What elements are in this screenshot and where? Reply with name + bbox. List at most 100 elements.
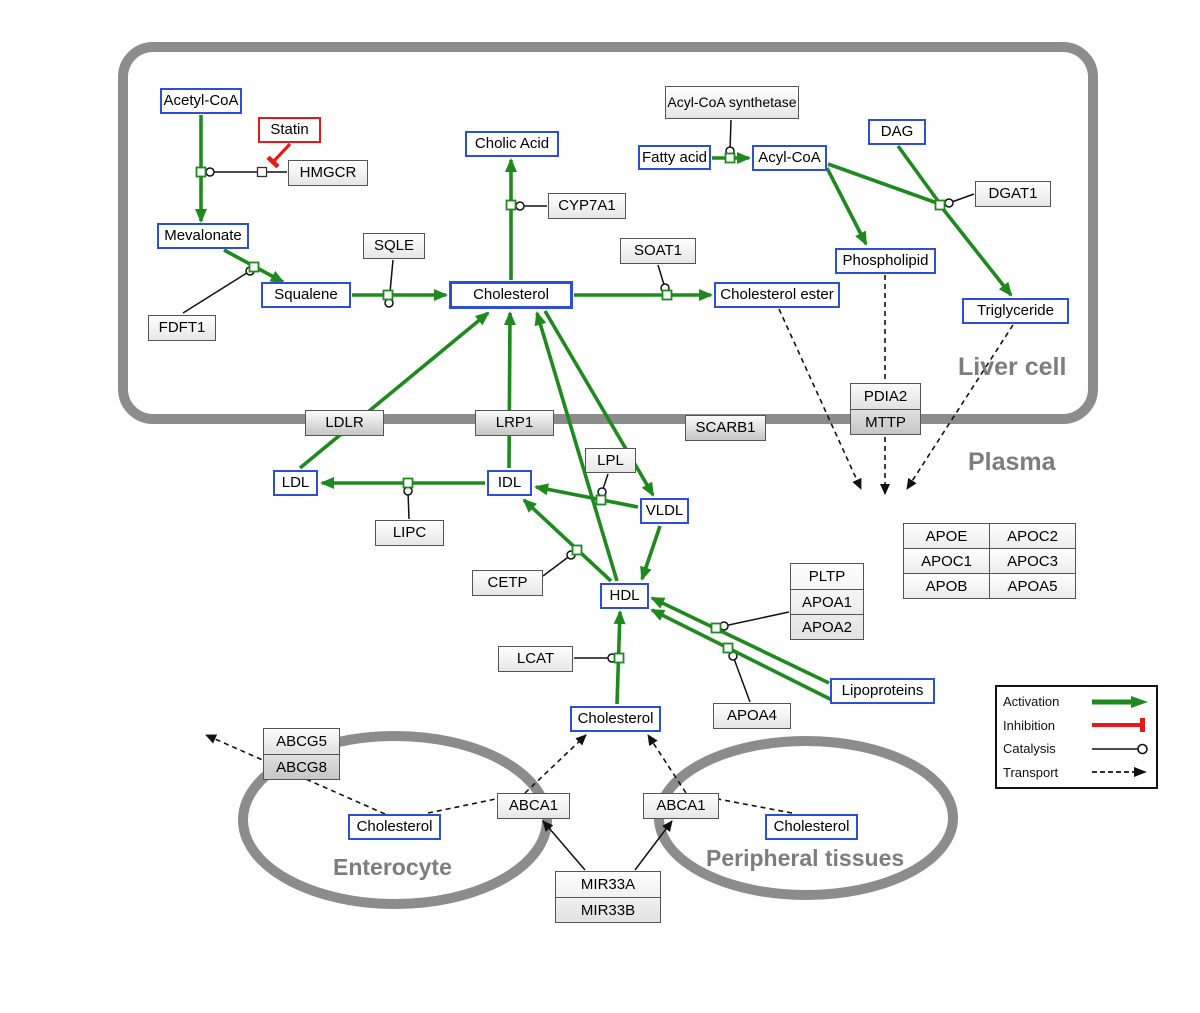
node-scarb1[interactable]: SCARB1	[685, 415, 766, 441]
node-cyp7a1[interactable]: CYP7A1	[548, 193, 626, 219]
node-pltp[interactable]: PLTP	[808, 568, 846, 585]
node-fdft1[interactable]: FDFT1	[148, 315, 216, 341]
reaction-nodes	[195, 152, 946, 664]
node-cholesterol-ester[interactable]: Cholesterol ester	[714, 282, 840, 308]
catalysis-circle-icon	[1092, 743, 1148, 755]
reaction-pltp	[710, 622, 722, 634]
legend-box: Activation Inhibition Catalysis Transpor…	[995, 685, 1158, 789]
edge-regulation-mir33-abca1-right	[634, 820, 673, 871]
node-hmgcr[interactable]: HMGCR	[288, 160, 368, 186]
liver-cell-label: Liver cell	[958, 353, 1067, 381]
stack-abcg5-abcg8: ABCG5 ABCG8	[263, 728, 340, 780]
node-pdia2[interactable]: PDIA2	[863, 388, 908, 405]
node-squalene[interactable]: Squalene	[261, 282, 351, 308]
node-lrp1[interactable]: LRP1	[475, 410, 554, 436]
node-soat1[interactable]: SOAT1	[620, 238, 696, 264]
reaction-hmgcr	[195, 166, 207, 178]
edge-acylcoa-phospholipid	[825, 167, 868, 246]
catalysis-edges	[182, 119, 975, 871]
node-acyl-coa[interactable]: Acyl-CoA	[752, 145, 827, 171]
node-apoc2[interactable]: APOC2	[990, 524, 1076, 549]
legend-activation-label: Activation	[1003, 694, 1060, 710]
node-mevalonate[interactable]: Mevalonate	[157, 223, 249, 249]
node-vldl[interactable]: VLDL	[640, 498, 689, 524]
edge-catalysis-fdft1	[182, 266, 255, 314]
node-apoc1[interactable]: APOC1	[904, 549, 990, 574]
node-apoc3[interactable]: APOC3	[990, 549, 1076, 574]
node-lipc[interactable]: LIPC	[375, 520, 444, 546]
edge-idl-lrp1-cholesterol	[503, 311, 516, 469]
edge-acylcoa-dgat1-junction	[827, 162, 938, 205]
edge-catalysis-pltp-apoa1-apoa2	[719, 611, 790, 631]
node-cetp[interactable]: CETP	[472, 570, 543, 596]
node-abcg8[interactable]: ABCG8	[264, 754, 339, 779]
node-cholesterol-plasma[interactable]: Cholesterol	[570, 706, 661, 732]
node-cholic-acid[interactable]: Cholic Acid	[465, 131, 559, 157]
legend-transport: Transport	[1003, 761, 1150, 783]
reaction-cyp7a1	[505, 199, 517, 211]
node-fatty-acid[interactable]: Fatty acid	[638, 145, 711, 170]
node-lcat[interactable]: LCAT	[498, 646, 573, 672]
enterocyte-label: Enterocyte	[333, 854, 452, 880]
node-abcg5[interactable]: ABCG5	[276, 733, 327, 750]
edge-transport-triglyceride-plasma	[906, 324, 1014, 490]
node-apob[interactable]: APOB	[904, 574, 990, 599]
node-mttp[interactable]: MTTP	[851, 409, 920, 434]
node-apoa1[interactable]: APOA1	[791, 589, 863, 614]
edge-catalysis-dgat1	[944, 193, 975, 208]
node-cholesterol-enterocyte[interactable]: Cholesterol	[348, 814, 441, 840]
reaction-lcat	[613, 652, 625, 664]
plasma-label: Plasma	[968, 448, 1056, 476]
node-lpl[interactable]: LPL	[585, 448, 636, 473]
edge-lipoproteins-hdl-upper	[650, 596, 830, 685]
legend-catalysis-label: Catalysis	[1003, 741, 1056, 757]
edge-hdl-cholesterol	[534, 311, 619, 582]
node-dgat1[interactable]: DGAT1	[975, 181, 1051, 207]
stack-pdia2-mttp: PDIA2 MTTP	[850, 383, 921, 435]
node-hdl[interactable]: HDL	[600, 583, 649, 609]
edge-vldl-idl	[534, 483, 639, 509]
node-apoa4[interactable]: APOA4	[713, 703, 791, 729]
node-mir33b[interactable]: MIR33B	[556, 897, 660, 922]
enterocyte-membrane	[238, 731, 552, 909]
node-apoa2[interactable]: APOA2	[791, 614, 863, 639]
node-apoa5[interactable]: APOA5	[990, 574, 1076, 599]
edge-inhibition-statin-hmgcr	[266, 142, 292, 169]
reaction-apoa4	[722, 642, 734, 654]
legend-inhibition-label: Inhibition	[1003, 717, 1056, 733]
inhibition-tbar-icon	[1092, 718, 1145, 733]
stack-mir33: MIR33A MIR33B	[555, 871, 661, 923]
apolipoprotein-table: APOE APOC2 APOC1 APOC3 APOB APOA5	[903, 523, 1076, 599]
node-triglyceride[interactable]: Triglyceride	[962, 298, 1069, 324]
legend-catalysis: Catalysis	[1003, 738, 1150, 760]
node-abca1-right[interactable]: ABCA1	[643, 793, 719, 819]
node-lipoproteins[interactable]: Lipoproteins	[830, 678, 935, 704]
edge-ldl-ldlr-cholesterol	[298, 311, 490, 470]
node-statin[interactable]: Statin	[258, 117, 321, 143]
node-apoe[interactable]: APOE	[904, 524, 990, 549]
edge-vldl-hdl	[640, 525, 662, 581]
activation-edges	[195, 115, 1013, 705]
edge-dgat1-junction-triglyceride	[941, 207, 1013, 297]
node-acetyl-coa[interactable]: Acetyl-CoA	[160, 88, 242, 114]
node-acyl-coa-synthetase[interactable]: Acyl-CoA synthetase	[665, 86, 799, 119]
edge-catalysis-apoa4	[728, 651, 751, 703]
node-cholesterol-peripheral[interactable]: Cholesterol	[765, 814, 858, 840]
node-ldl[interactable]: LDL	[273, 470, 318, 496]
reaction-acylcoa-synthetase	[724, 152, 736, 164]
node-abca1-left[interactable]: ABCA1	[497, 793, 570, 819]
anchor-statin-hmgcr	[256, 166, 268, 178]
node-dag[interactable]: DAG	[868, 119, 926, 145]
node-cholesterol-liver[interactable]: Cholesterol	[449, 281, 573, 309]
node-ldlr[interactable]: LDLR	[305, 410, 384, 436]
node-sqle[interactable]: SQLE	[363, 233, 425, 259]
stack-pltp-apoa1-apoa2: PLTP APOA1 APOA2	[790, 563, 864, 640]
node-mir33a[interactable]: MIR33A	[580, 876, 636, 893]
node-phospholipid[interactable]: Phospholipid	[835, 248, 936, 274]
reaction-sqle	[382, 289, 394, 301]
edge-regulation-mir33-abca1-left	[542, 820, 586, 871]
node-idl[interactable]: IDL	[487, 470, 532, 496]
edge-catalysis-acylcoa-synthetase	[725, 119, 735, 156]
